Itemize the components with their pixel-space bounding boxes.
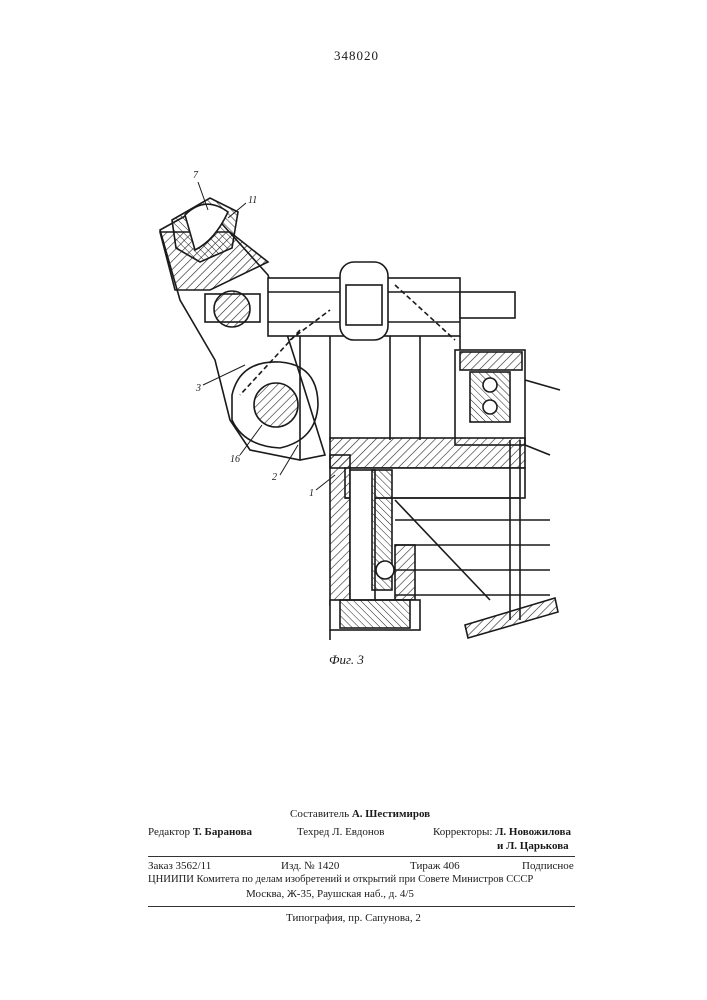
order-number: Заказ 3562/11 xyxy=(148,860,211,872)
corrector-2: и Л. Царькова xyxy=(497,840,569,852)
divider-top xyxy=(148,856,575,857)
callout-3: 3 xyxy=(196,383,201,394)
techred-name: Л. Евдонов xyxy=(332,826,384,838)
editor-line: Редактор Т. Баранова xyxy=(148,826,252,838)
editor-name: Т. Баранова xyxy=(193,826,252,838)
callout-1: 1 xyxy=(309,488,314,499)
edition-number: Изд. № 1420 xyxy=(281,860,339,872)
printer-line: Типография, пр. Сапунова, 2 xyxy=(286,912,421,924)
callout-7: 7 xyxy=(193,170,198,181)
compiler-line: Составитель А. Шестимиров xyxy=(290,808,430,820)
techred-line: Техред Л. Евдонов xyxy=(297,826,384,838)
institute-line: ЦНИИПИ Комитета по делам изобретений и о… xyxy=(148,874,533,885)
compiler-name: А. Шестимиров xyxy=(352,808,430,820)
callout-16: 16 xyxy=(230,454,240,465)
callout-11: 11 xyxy=(248,195,257,206)
figure-caption: Фиг. 3 xyxy=(329,652,364,668)
correctors-label: Корректоры: xyxy=(433,826,492,838)
print-run: Тираж 406 xyxy=(410,860,460,872)
correctors-line: Корректоры: Л. Новожилова xyxy=(433,826,571,838)
address-line: Москва, Ж-35, Раушская наб., д. 4/5 xyxy=(246,888,414,900)
editor-label: Редактор xyxy=(148,826,190,838)
divider-bottom xyxy=(148,906,575,907)
callout-2: 2 xyxy=(272,472,277,483)
compiler-label: Составитель xyxy=(290,808,349,820)
corrector-1: Л. Новожилова xyxy=(495,826,571,838)
techred-label: Техред xyxy=(297,826,329,838)
subscription: Подписное xyxy=(522,860,574,872)
